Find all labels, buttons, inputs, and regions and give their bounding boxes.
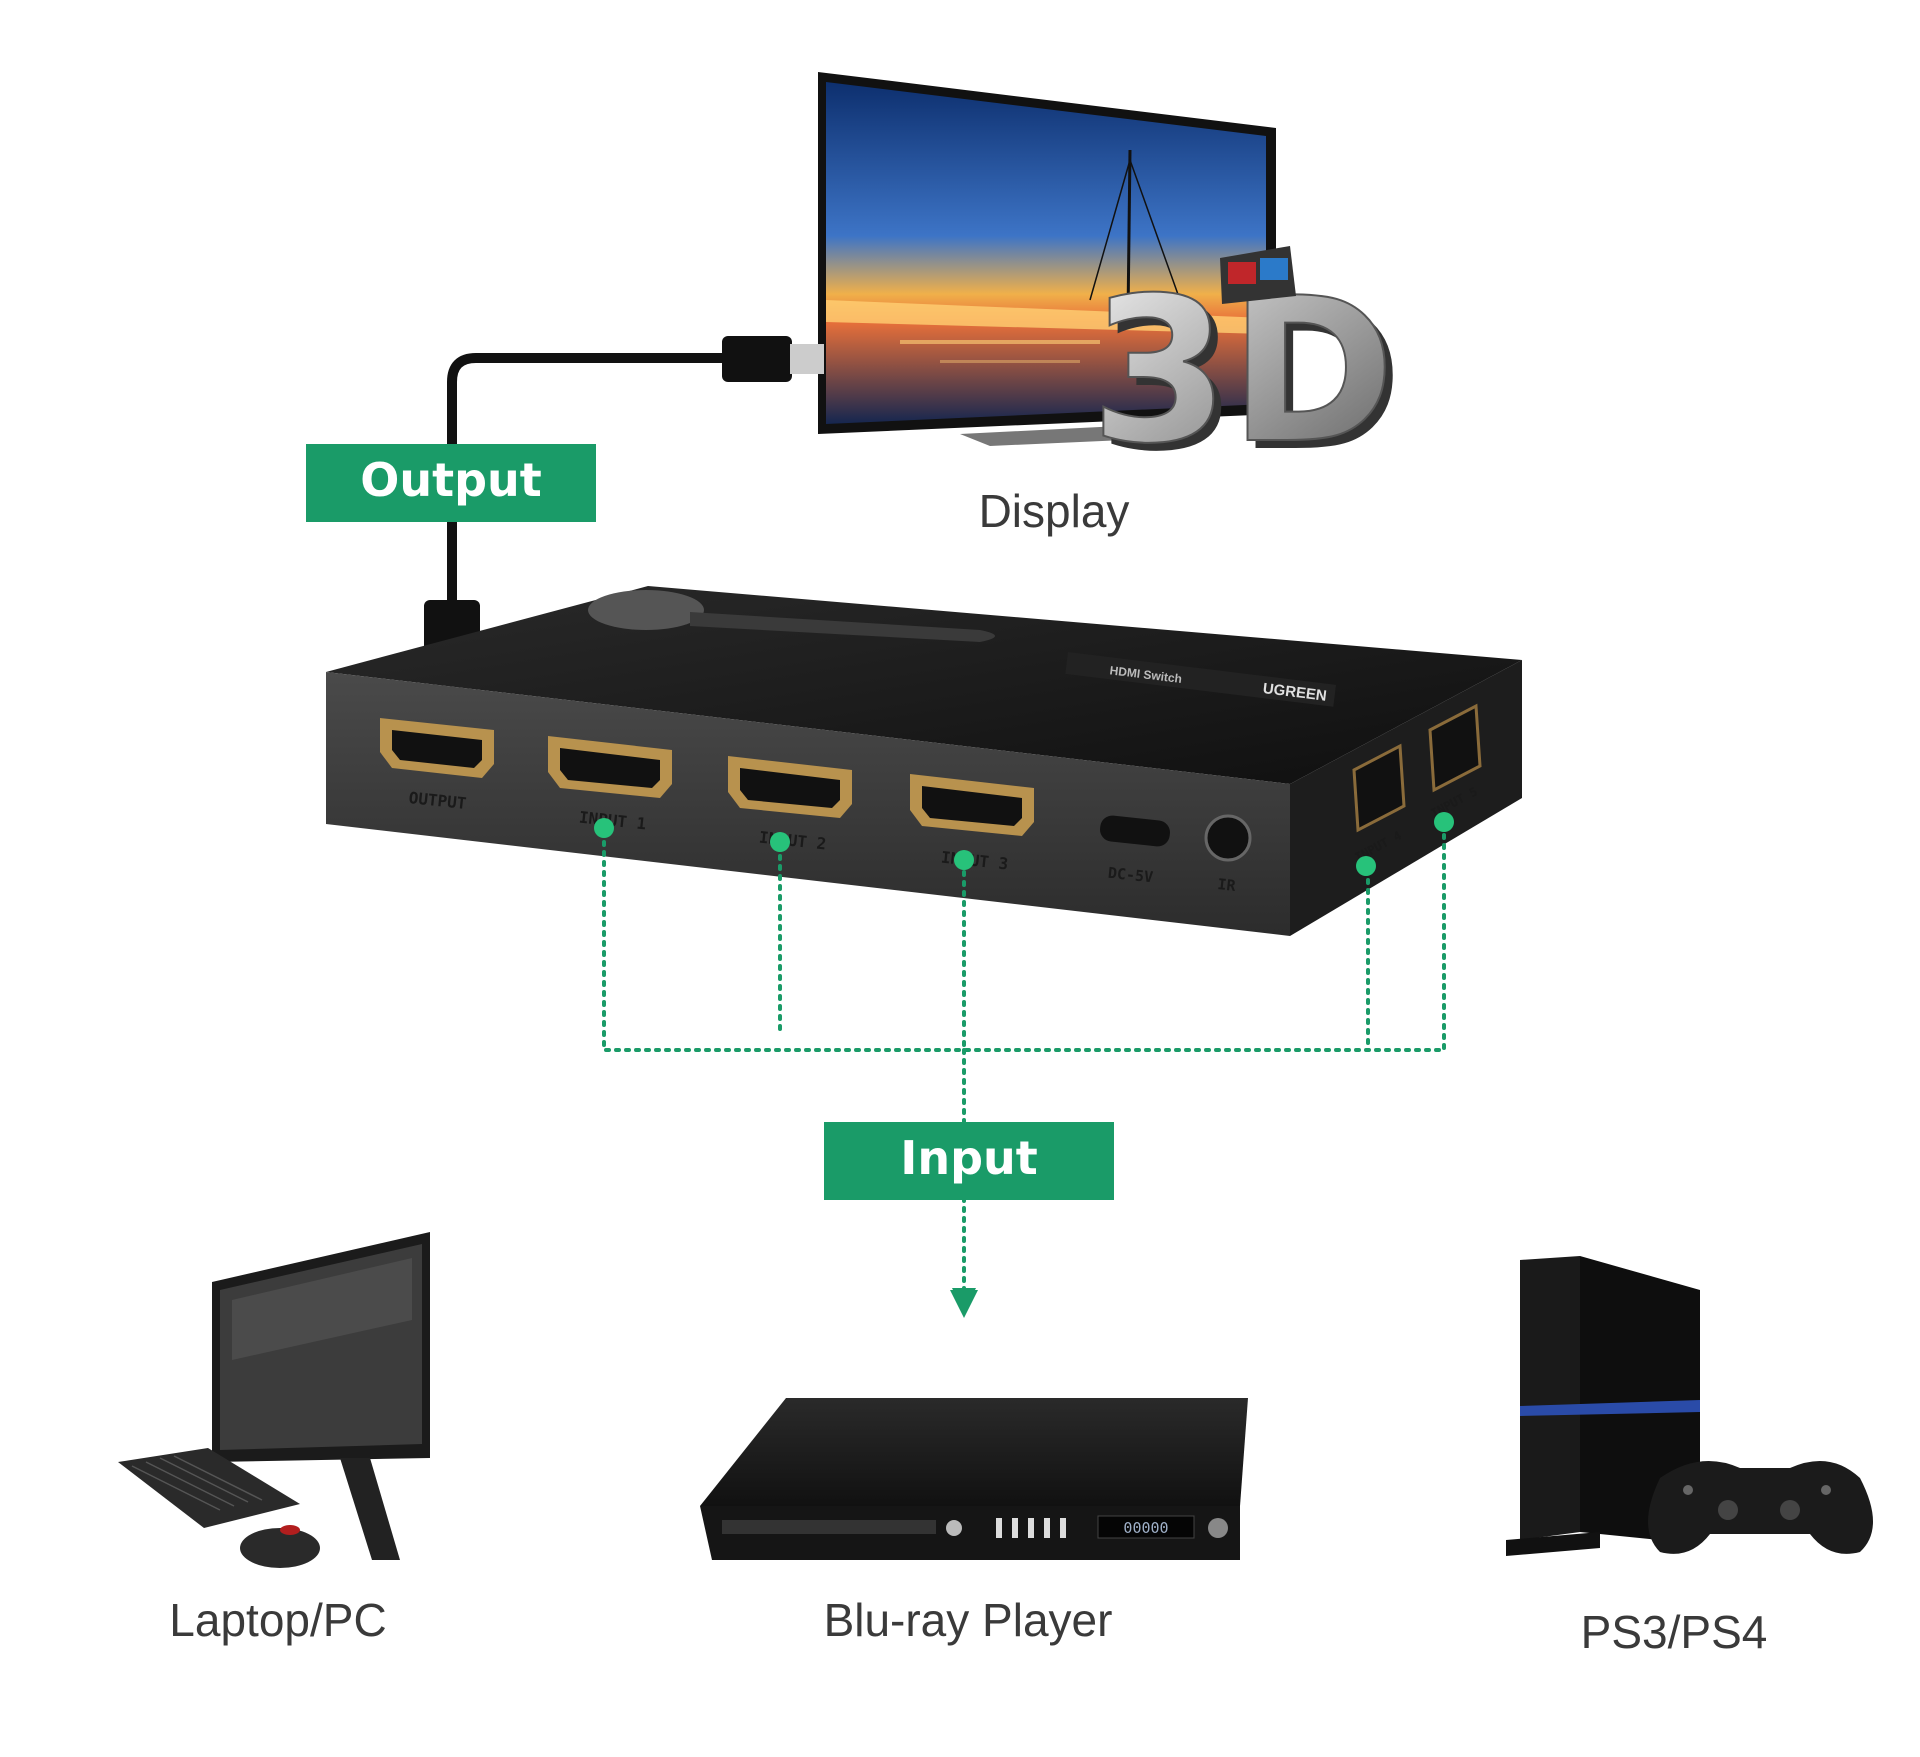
output-label: Output [360,453,542,507]
hdmi-plug-icon [722,336,792,382]
switch-button [588,590,704,630]
input-connector-lines [602,826,1446,1312]
hdmi-switch: UGREEN HDMI Switch OUTPUT INPUT 1 INPUT … [326,586,1522,936]
input-label: Input [900,1131,1038,1185]
bluray-display-readout: 00000 [1123,1519,1168,1537]
tv-display: 3D 3D [818,72,1403,496]
3d-badge-shadow: 3D [1098,263,1403,496]
input-badge: Input [824,1122,1114,1200]
laptop-caption: Laptop/PC [169,1594,386,1646]
bluray-player-icon: 00000 [700,1398,1248,1560]
port-input-2: INPUT 2 [728,756,852,854]
3d-logo-icon: 3D 3D [1089,246,1403,496]
port-label-power: DC-5V [1107,864,1154,887]
port-label-ir: IR [1217,875,1238,895]
ps-caption: PS3/PS4 [1581,1606,1768,1658]
port-output: OUTPUT [380,718,494,813]
input-connector-dots [594,812,1454,876]
port-ir: IR [1204,814,1252,895]
output-badge: Output [306,444,596,522]
gamepad-icon [1648,1460,1873,1554]
bluray-caption: Blu-ray Player [824,1594,1113,1646]
display-caption: Display [979,485,1130,537]
port-power: DC-5V [1100,815,1170,887]
arrow-down-icon [950,1290,978,1318]
3d-glasses-icon [1220,246,1296,304]
all-in-one-pc-icon [118,1232,430,1568]
game-console-icon [1506,1256,1873,1556]
port-input-3: INPUT 3 [910,774,1034,874]
